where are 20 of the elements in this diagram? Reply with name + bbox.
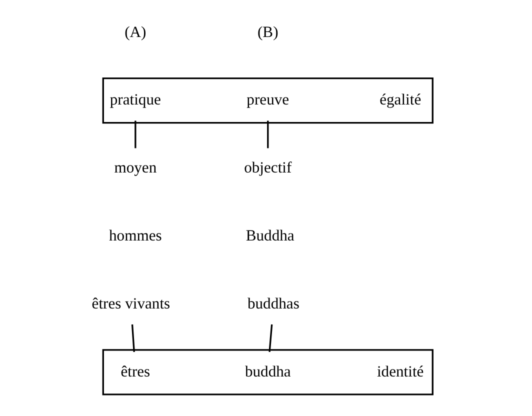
node-text: Buddha — [245, 228, 294, 245]
connector — [268, 324, 272, 352]
label: (A) — [124, 24, 146, 41]
node-text: buddhas — [246, 295, 299, 312]
cluster — [102, 349, 433, 396]
connector — [130, 324, 134, 352]
node-text: moyen — [114, 160, 156, 177]
connector — [134, 120, 136, 148]
node-text: hommes — [108, 228, 162, 245]
node-text: identité — [376, 363, 424, 380]
cluster — [102, 77, 433, 124]
node-text: preuve — [246, 92, 289, 109]
connector — [266, 120, 268, 148]
label: (B) — [257, 24, 278, 41]
node-text: égalité — [379, 92, 421, 109]
node-text: êtres vivants — [91, 295, 170, 312]
node-text: pratique — [109, 92, 160, 109]
node-text: buddha — [244, 363, 290, 380]
node-text: objectif — [244, 160, 292, 177]
node-text: êtres — [120, 363, 150, 380]
